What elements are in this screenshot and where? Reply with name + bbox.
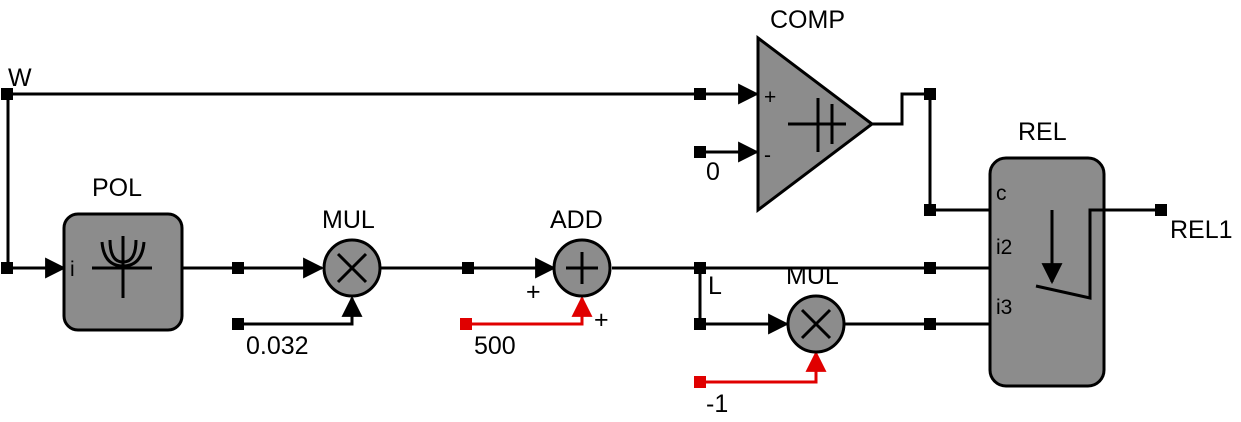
nodes (1, 88, 1167, 388)
add-plus-bottom: + (594, 306, 609, 334)
node-pol-out[interactable] (232, 262, 244, 274)
node-rel-c[interactable] (924, 204, 936, 216)
mul1-block[interactable] (322, 238, 382, 298)
rel-i2-label: i2 (996, 236, 1012, 259)
rel-block[interactable]: c i2 i3 (988, 156, 1106, 388)
node-rel-i3[interactable] (924, 318, 936, 330)
add-plus-left: + (526, 278, 541, 306)
comp-ref-constant: 0 (706, 158, 720, 186)
pol-block[interactable]: i (62, 212, 184, 332)
output-rel1-label: REL1 (1170, 216, 1233, 244)
comp-block[interactable]: + - (756, 34, 875, 214)
rel-title: REL (1018, 118, 1067, 146)
node-neg-one[interactable] (694, 376, 706, 388)
node-rel-i2[interactable] (924, 262, 936, 274)
wire-gain-to-mul (238, 295, 363, 326)
comp-plus-label: + (764, 86, 776, 109)
rel-c-label: c (996, 182, 1007, 205)
mul2-title: MUL (786, 262, 839, 290)
wire-neg-to-mul2 (700, 350, 827, 384)
node-w[interactable] (1, 88, 13, 100)
pol-title: POL (92, 174, 142, 202)
node-rel1[interactable] (1155, 204, 1167, 216)
wire-comp-out (872, 92, 1054, 212)
offset-constant: 500 (474, 332, 516, 360)
rel-i3-label: i3 (996, 296, 1012, 319)
comp-title: COMP (770, 6, 845, 34)
wire-offset-to-add (466, 295, 593, 326)
neg-one-constant: -1 (706, 390, 728, 418)
pol-input-label: i (70, 258, 75, 281)
add-title: ADD (550, 206, 603, 234)
gain-constant: 0.032 (246, 332, 309, 360)
mul2-block[interactable] (786, 294, 846, 354)
input-w-label: W (8, 64, 32, 92)
node-mul-out[interactable] (462, 262, 474, 274)
node-comp-minus[interactable] (694, 146, 706, 158)
node-comp-out[interactable] (924, 88, 936, 100)
add-block[interactable] (552, 238, 612, 298)
node-l-label: L (708, 272, 722, 300)
comp-minus-label: - (764, 144, 771, 167)
node-l[interactable] (694, 262, 706, 274)
node-offset[interactable] (460, 318, 472, 330)
node-comp-plus[interactable] (694, 88, 706, 100)
node-w-pol[interactable] (1, 262, 13, 274)
node-l-down[interactable] (694, 318, 706, 330)
node-gain[interactable] (232, 318, 244, 330)
mul1-title: MUL (322, 206, 375, 234)
